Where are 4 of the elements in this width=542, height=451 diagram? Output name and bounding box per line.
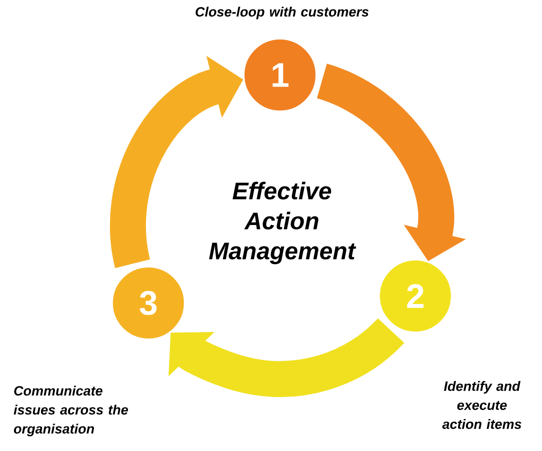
caption-text: Communicate issues across the organisation <box>14 386 128 436</box>
caption-text: Close-loop with customers <box>196 6 369 20</box>
caption-text: Identify and execute action items <box>442 381 522 429</box>
title-text: Effective Action Management <box>209 182 356 264</box>
